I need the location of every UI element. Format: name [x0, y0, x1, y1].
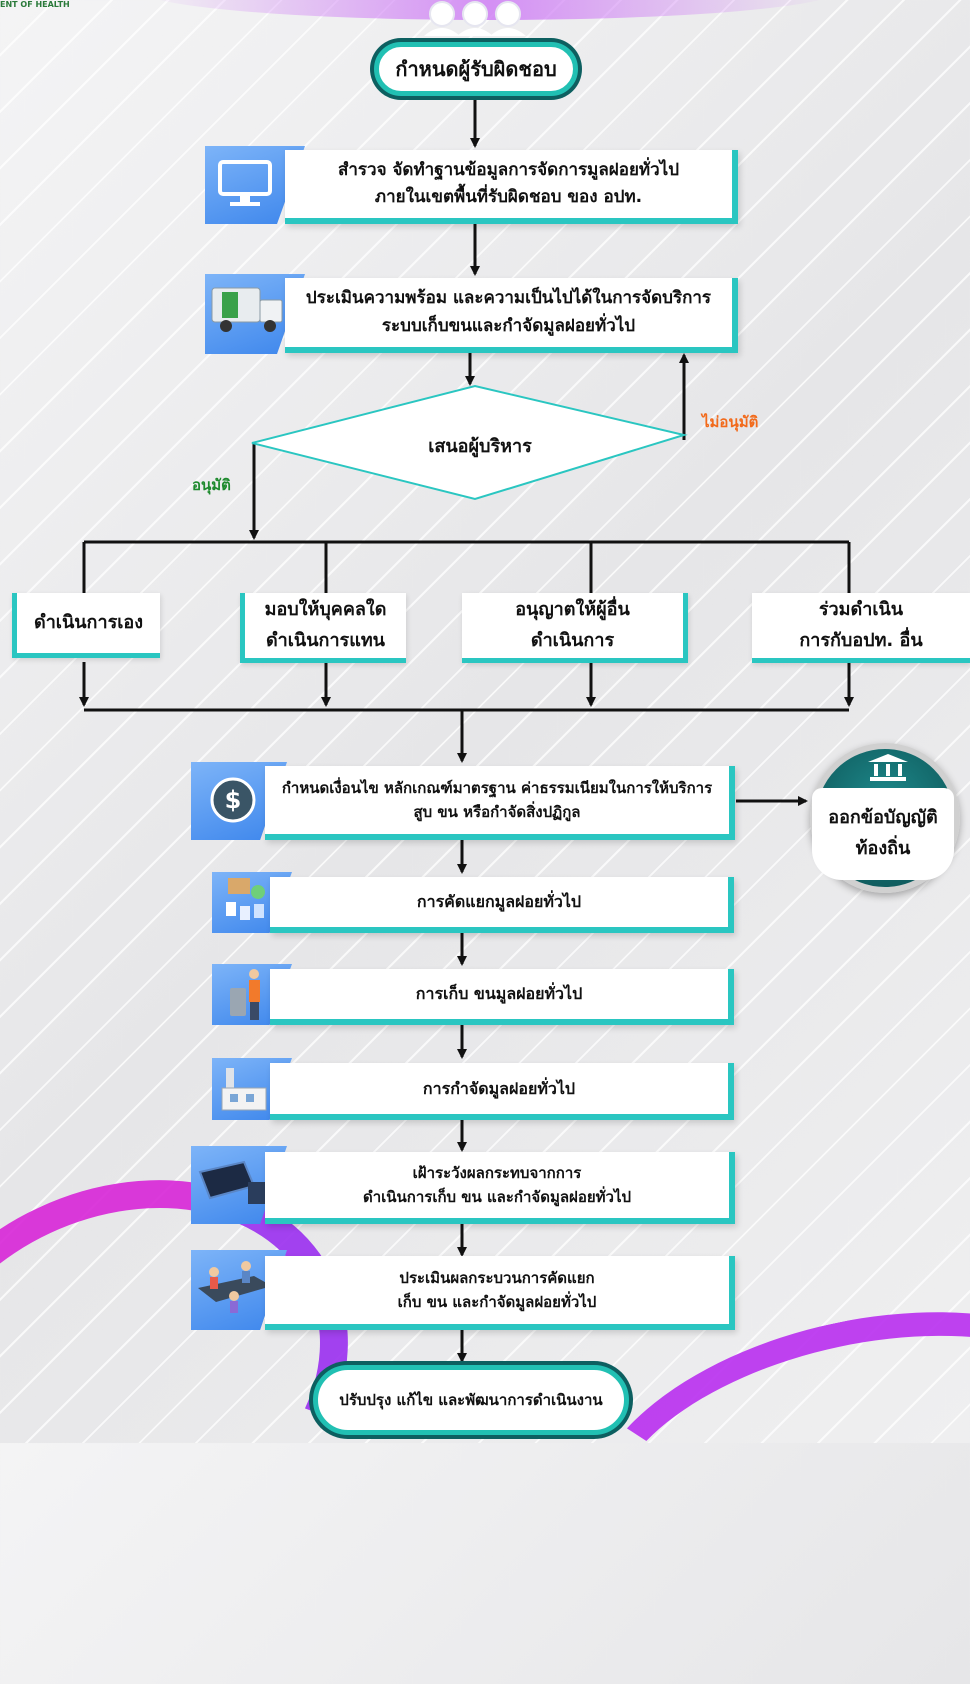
top-decoration [140, 0, 840, 20]
assess-line1: ประเมินความพร้อม และความเป็นไปได้ในการจั… [305, 288, 712, 309]
survey-line1: สำรวจ จัดทำฐานข้อมูลการจัดการมูลฝอยทั่วไ… [337, 159, 680, 180]
end-label: ปรับปรุง แก้ไข และพัฒนาการดำเนินงาน [339, 1391, 603, 1409]
people-icon [424, 1, 526, 36]
ordinance-line1: ออกข้อบัญญัติ [828, 807, 938, 829]
worker-trash-icon [230, 969, 260, 1020]
start-pill: กำหนดผู้รับผิดชอบ [374, 42, 578, 96]
separation-label: การคัดแยกมูลฝอยทั่วไป [416, 892, 582, 912]
disposal-label: การกำจัดมูลฝอยทั่วไป [422, 1078, 576, 1098]
evaluate-step: ประเมินผลกระบวนการคัดแยก เก็บ ขน และกำจั… [265, 1256, 735, 1330]
assess-step: ประเมินความพร้อม และความเป็นไปได้ในการจั… [285, 278, 738, 353]
svg-text:$: $ [225, 786, 242, 814]
dollar-coin-icon: $ [210, 777, 256, 823]
connector-lines [79, 97, 854, 1363]
monitor-line1: เฝ้าระวังผลกระทบจากการ [412, 1164, 582, 1182]
conditions-step: กำหนดเงื่อนไข หลักเกณฑ์มาตรฐาน ค่าธรรมเน… [265, 766, 735, 840]
option-box-2: มอบให้บุคคลใด ดำเนินการแทน [240, 593, 406, 663]
disposal-step: การกำจัดมูลฝอยทั่วไป [270, 1063, 734, 1120]
option-3-line2: ดำเนินการ [530, 629, 615, 651]
option-box-1: ดำเนินการเอง [12, 593, 160, 658]
option-4-line2: การกับอปท. อื่น [799, 629, 923, 651]
conditions-line2: สูบ ขน หรือกำจัดสิ่งปฏิกูล [413, 803, 581, 821]
option-3-line1: อนุญาตให้ผู้อื่น [515, 598, 630, 620]
corner-logo-text: ENT OF HEALTH [0, 0, 70, 9]
assess-line2: ระบบเก็บขนและกำจัดมูลฝอยทั่วไป [381, 315, 636, 336]
computer-icon [218, 160, 272, 206]
option-box-3: อนุญาตให้ผู้อื่น ดำเนินการ [462, 593, 688, 663]
survey-step: สำรวจ จัดทำฐานข้อมูลการจัดการมูลฝอยทั่วไ… [285, 150, 738, 224]
rejected-label: ไม่อนุมัติ [702, 413, 759, 431]
option-box-4: ร่วมดำเนิน การกับอปท. อื่น [752, 593, 970, 663]
evaluate-line2: เก็บ ขน และกำจัดมูลฝอยทั่วไป [397, 1293, 597, 1311]
option-2-line2: ดำเนินการแทน [265, 629, 385, 651]
survey-line2: ภายในเขตพื้นที่รับผิดชอบ ของ อปท. [374, 187, 643, 207]
end-pill: ปรับปรุง แก้ไข และพัฒนาการดำเนินงาน [313, 1365, 629, 1435]
decision-diamond [251, 384, 688, 501]
sorting-bins-icon [226, 878, 265, 920]
conditions-line1: กำหนดเงื่อนไข หลักเกณฑ์มาตรฐาน ค่าธรรมเน… [281, 779, 713, 797]
option-2-line1: มอบให้บุคคลใด [264, 598, 387, 620]
garbage-truck-icon [211, 287, 283, 332]
separation-step: การคัดแยกมูลฝอยทั่วไป [270, 877, 734, 933]
conveyor-workers-icon [198, 1261, 272, 1313]
option-1-line1: ดำเนินการเอง [34, 611, 143, 633]
decision-label: เสนอผู้บริหาร [428, 436, 532, 457]
collection-step: การเก็บ ขนมูลฝอยทั่วไป [270, 969, 734, 1025]
collection-label: การเก็บ ขนมูลฝอยทั่วไป [415, 984, 583, 1004]
start-label: กำหนดผู้รับผิดชอบ [395, 57, 557, 81]
evaluate-line1: ประเมินผลกระบวนการคัดแยก [399, 1269, 595, 1287]
option-4-line1: ร่วมดำเนิน [818, 598, 904, 620]
building-columns-icon [868, 754, 908, 781]
monitor-dumpster-icon [198, 1160, 270, 1204]
ordinance-line2: ท้องถิ่น [855, 838, 911, 859]
monitor-step: เฝ้าระวังผลกระทบจากการ ดำเนินการเก็บ ขน … [265, 1152, 735, 1224]
ordinance-label-box: ออกข้อบัญญัติ ท้องถิ่น [812, 788, 954, 880]
approved-label: อนุมัติ [192, 476, 231, 494]
factory-icon [221, 1068, 267, 1111]
monitor-line2: ดำเนินการเก็บ ขน และกำจัดมูลฝอยทั่วไป [362, 1188, 632, 1206]
